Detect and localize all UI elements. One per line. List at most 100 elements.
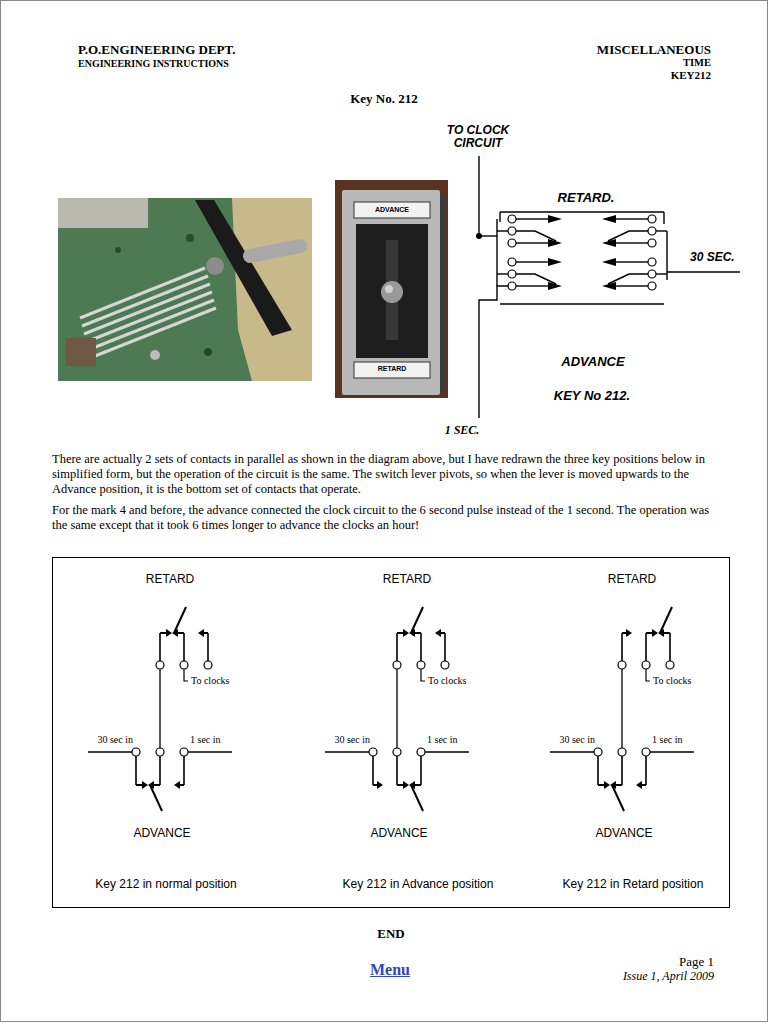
photo-metal bbox=[58, 198, 148, 228]
position-label: RETARD bbox=[383, 572, 431, 586]
photo-ground bbox=[335, 180, 448, 398]
panel-caption: Key 212 in Advance position bbox=[343, 877, 494, 891]
terminal bbox=[393, 748, 401, 756]
wire bbox=[664, 632, 670, 634]
body-paragraph: For the mark 4 and before, the advance c… bbox=[52, 503, 724, 533]
photo-label: RETARD bbox=[377, 365, 408, 372]
photo-springs bbox=[80, 268, 216, 358]
contact-point bbox=[626, 629, 632, 637]
wire bbox=[88, 751, 132, 752]
page-title: Key No. 212 bbox=[350, 91, 418, 107]
wire-label: TO CLOCK CIRCUIT bbox=[433, 124, 523, 150]
diagram-label: KEY No 212. bbox=[554, 388, 630, 403]
header-text: MISCELLANEOUS bbox=[597, 42, 711, 58]
wire bbox=[207, 633, 209, 661]
key-plate bbox=[342, 190, 440, 395]
input-label: 1 sec in bbox=[190, 734, 221, 745]
terminal bbox=[417, 661, 425, 669]
input-label: 1 sec in bbox=[427, 734, 458, 745]
terminal bbox=[642, 748, 650, 756]
wire bbox=[411, 785, 423, 811]
panel-caption: Key 212 in Retard position bbox=[563, 877, 704, 891]
output-label: To clocks bbox=[653, 675, 691, 686]
contact-point bbox=[142, 781, 148, 789]
wire bbox=[180, 784, 184, 786]
wire bbox=[159, 633, 161, 661]
header-text: KEY212 bbox=[671, 69, 711, 81]
terminal bbox=[393, 661, 401, 669]
wire bbox=[150, 785, 162, 811]
page-number: Page 1 bbox=[679, 954, 714, 970]
photo-contacts bbox=[58, 198, 312, 381]
terminal bbox=[594, 748, 602, 756]
diagram-label: ADVANCE bbox=[561, 354, 624, 369]
wire bbox=[645, 756, 647, 785]
terminal bbox=[441, 661, 449, 669]
terminal bbox=[180, 661, 188, 669]
wire bbox=[597, 756, 599, 785]
wire bbox=[441, 632, 445, 634]
position-label: ADVANCE bbox=[595, 826, 652, 840]
contact-point bbox=[636, 781, 642, 789]
wire bbox=[621, 633, 623, 661]
terminal bbox=[417, 748, 425, 756]
contact-point bbox=[403, 781, 409, 789]
contact-point bbox=[377, 781, 383, 789]
diagram-label: RETARD. bbox=[558, 190, 615, 205]
contact-point bbox=[652, 629, 658, 637]
wire bbox=[372, 756, 374, 785]
terminal bbox=[618, 661, 626, 669]
wire bbox=[204, 632, 208, 634]
wire bbox=[444, 633, 446, 661]
wire-label: 30 SEC. bbox=[690, 250, 735, 264]
panel-caption: Key 212 in normal position bbox=[95, 877, 236, 891]
photo-rod bbox=[250, 246, 300, 256]
terminal bbox=[132, 748, 140, 756]
photo-key bbox=[335, 180, 448, 398]
wire bbox=[411, 607, 423, 633]
contact-point bbox=[403, 629, 409, 637]
wire bbox=[660, 607, 672, 633]
header-text: P.O.ENGINEERING DEPT. bbox=[78, 42, 235, 58]
output-label: To clocks bbox=[191, 675, 229, 686]
wire bbox=[136, 784, 142, 786]
contact-point bbox=[198, 629, 204, 637]
wire bbox=[415, 784, 421, 786]
key-circuit bbox=[479, 156, 740, 418]
key-face bbox=[356, 224, 428, 358]
wire bbox=[642, 784, 646, 786]
wire bbox=[160, 632, 166, 634]
terminal bbox=[369, 748, 377, 756]
terminal bbox=[156, 661, 164, 669]
key-knob bbox=[381, 281, 403, 303]
wire bbox=[646, 632, 652, 634]
wire bbox=[621, 669, 622, 748]
wire-label: 1 SEC. bbox=[445, 423, 480, 438]
wire bbox=[373, 784, 377, 786]
wire bbox=[396, 669, 397, 748]
wire bbox=[396, 756, 398, 785]
photo-pivot bbox=[206, 257, 224, 275]
wire bbox=[612, 785, 624, 811]
position-label: ADVANCE bbox=[133, 826, 190, 840]
leader-line bbox=[184, 669, 188, 681]
photo-screw bbox=[150, 350, 160, 360]
key-knob-shine bbox=[385, 285, 393, 293]
photo-label: ADVANCE bbox=[374, 206, 410, 213]
menu-link: Menu bbox=[370, 961, 410, 979]
input-label: 1 sec in bbox=[652, 734, 683, 745]
wire bbox=[415, 632, 421, 634]
contact-point bbox=[166, 629, 172, 637]
photo-ground bbox=[58, 198, 312, 381]
wire bbox=[550, 751, 594, 752]
position-label: RETARD bbox=[146, 572, 194, 586]
issue-text: Issue 1, April 2009 bbox=[623, 969, 714, 984]
output-label: To clocks bbox=[428, 675, 466, 686]
label-plate bbox=[354, 202, 430, 218]
wire bbox=[420, 633, 422, 661]
contact-wedges bbox=[476, 215, 616, 290]
photo-lever bbox=[195, 200, 292, 336]
body-paragraph: There are actually 2 sets of contacts in… bbox=[52, 452, 724, 497]
wire bbox=[650, 751, 694, 752]
